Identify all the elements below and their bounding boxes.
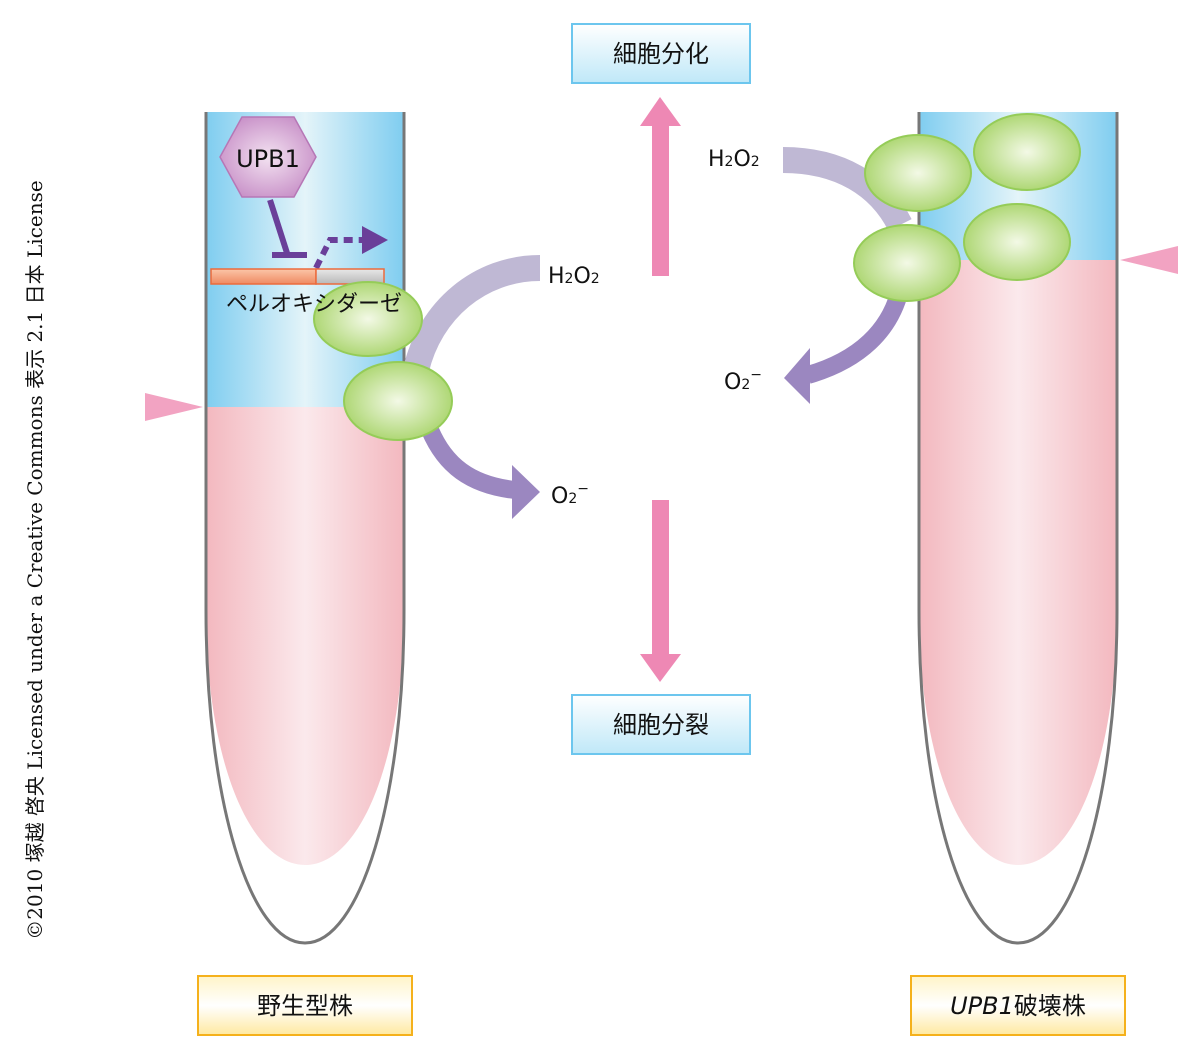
down-arrowhead-icon [640, 654, 681, 682]
cell [853, 224, 961, 302]
up-arrowhead-icon [640, 97, 681, 126]
o2-label-right: O2− [724, 367, 762, 395]
up-arrow-shaft [652, 122, 669, 276]
differentiation-box [571, 23, 751, 84]
h2o2-arc-left [403, 255, 541, 374]
differentiation-label: 細胞分化 [613, 40, 709, 68]
activation-dashed-line [313, 237, 362, 270]
mutant-box [910, 975, 1126, 1036]
o2-arc-left [421, 426, 517, 499]
down-arrow-shaft [652, 500, 669, 656]
peroxidase-label: ペルオキシダーゼ [226, 292, 402, 317]
cell [343, 361, 453, 441]
o2-arrowhead-left-icon [512, 465, 540, 519]
o2-arc-right [805, 287, 909, 384]
boundary-marker-icon [1120, 246, 1178, 274]
upb1-hexagon [219, 116, 317, 198]
activation-arrowhead-icon [362, 226, 388, 254]
mutant-label: UPB1破壊株 [950, 992, 1086, 1020]
cell [313, 281, 423, 357]
cell [973, 113, 1081, 191]
elongation-zone [919, 260, 1117, 865]
division-box [571, 694, 751, 755]
cell [963, 203, 1071, 281]
boundary-marker-icon [145, 393, 203, 421]
wild-type-label: 野生型株 [257, 992, 353, 1020]
h2o2-label-left: H2O2 [548, 264, 600, 289]
wild-type-box [197, 975, 413, 1036]
h2o2-label-right: H2O2 [708, 147, 760, 172]
division-label: 細胞分裂 [613, 711, 709, 739]
inhibition-line [267, 199, 290, 254]
root-outline [204, 112, 406, 945]
upb1-label: UPB1 [236, 145, 300, 173]
o2-label-left: O2− [551, 481, 589, 509]
cell [864, 134, 972, 212]
o2-arrowhead-right-icon [784, 348, 810, 404]
mutant-root: H2O2 O2− [708, 112, 1178, 945]
center-arrows: 細胞分化 細胞分裂 [571, 23, 751, 755]
gene-bar-promoter [210, 268, 317, 285]
root-outline [917, 112, 1119, 945]
wild-type-root: UPB1 ペルオキシダーゼ H2O2 O2− [145, 112, 600, 945]
h2o2-arc-right [782, 147, 912, 232]
copyright-text: ©2010 塚越 啓央 Licensed under a Creative Co… [23, 180, 47, 939]
elongation-zone [206, 407, 404, 865]
